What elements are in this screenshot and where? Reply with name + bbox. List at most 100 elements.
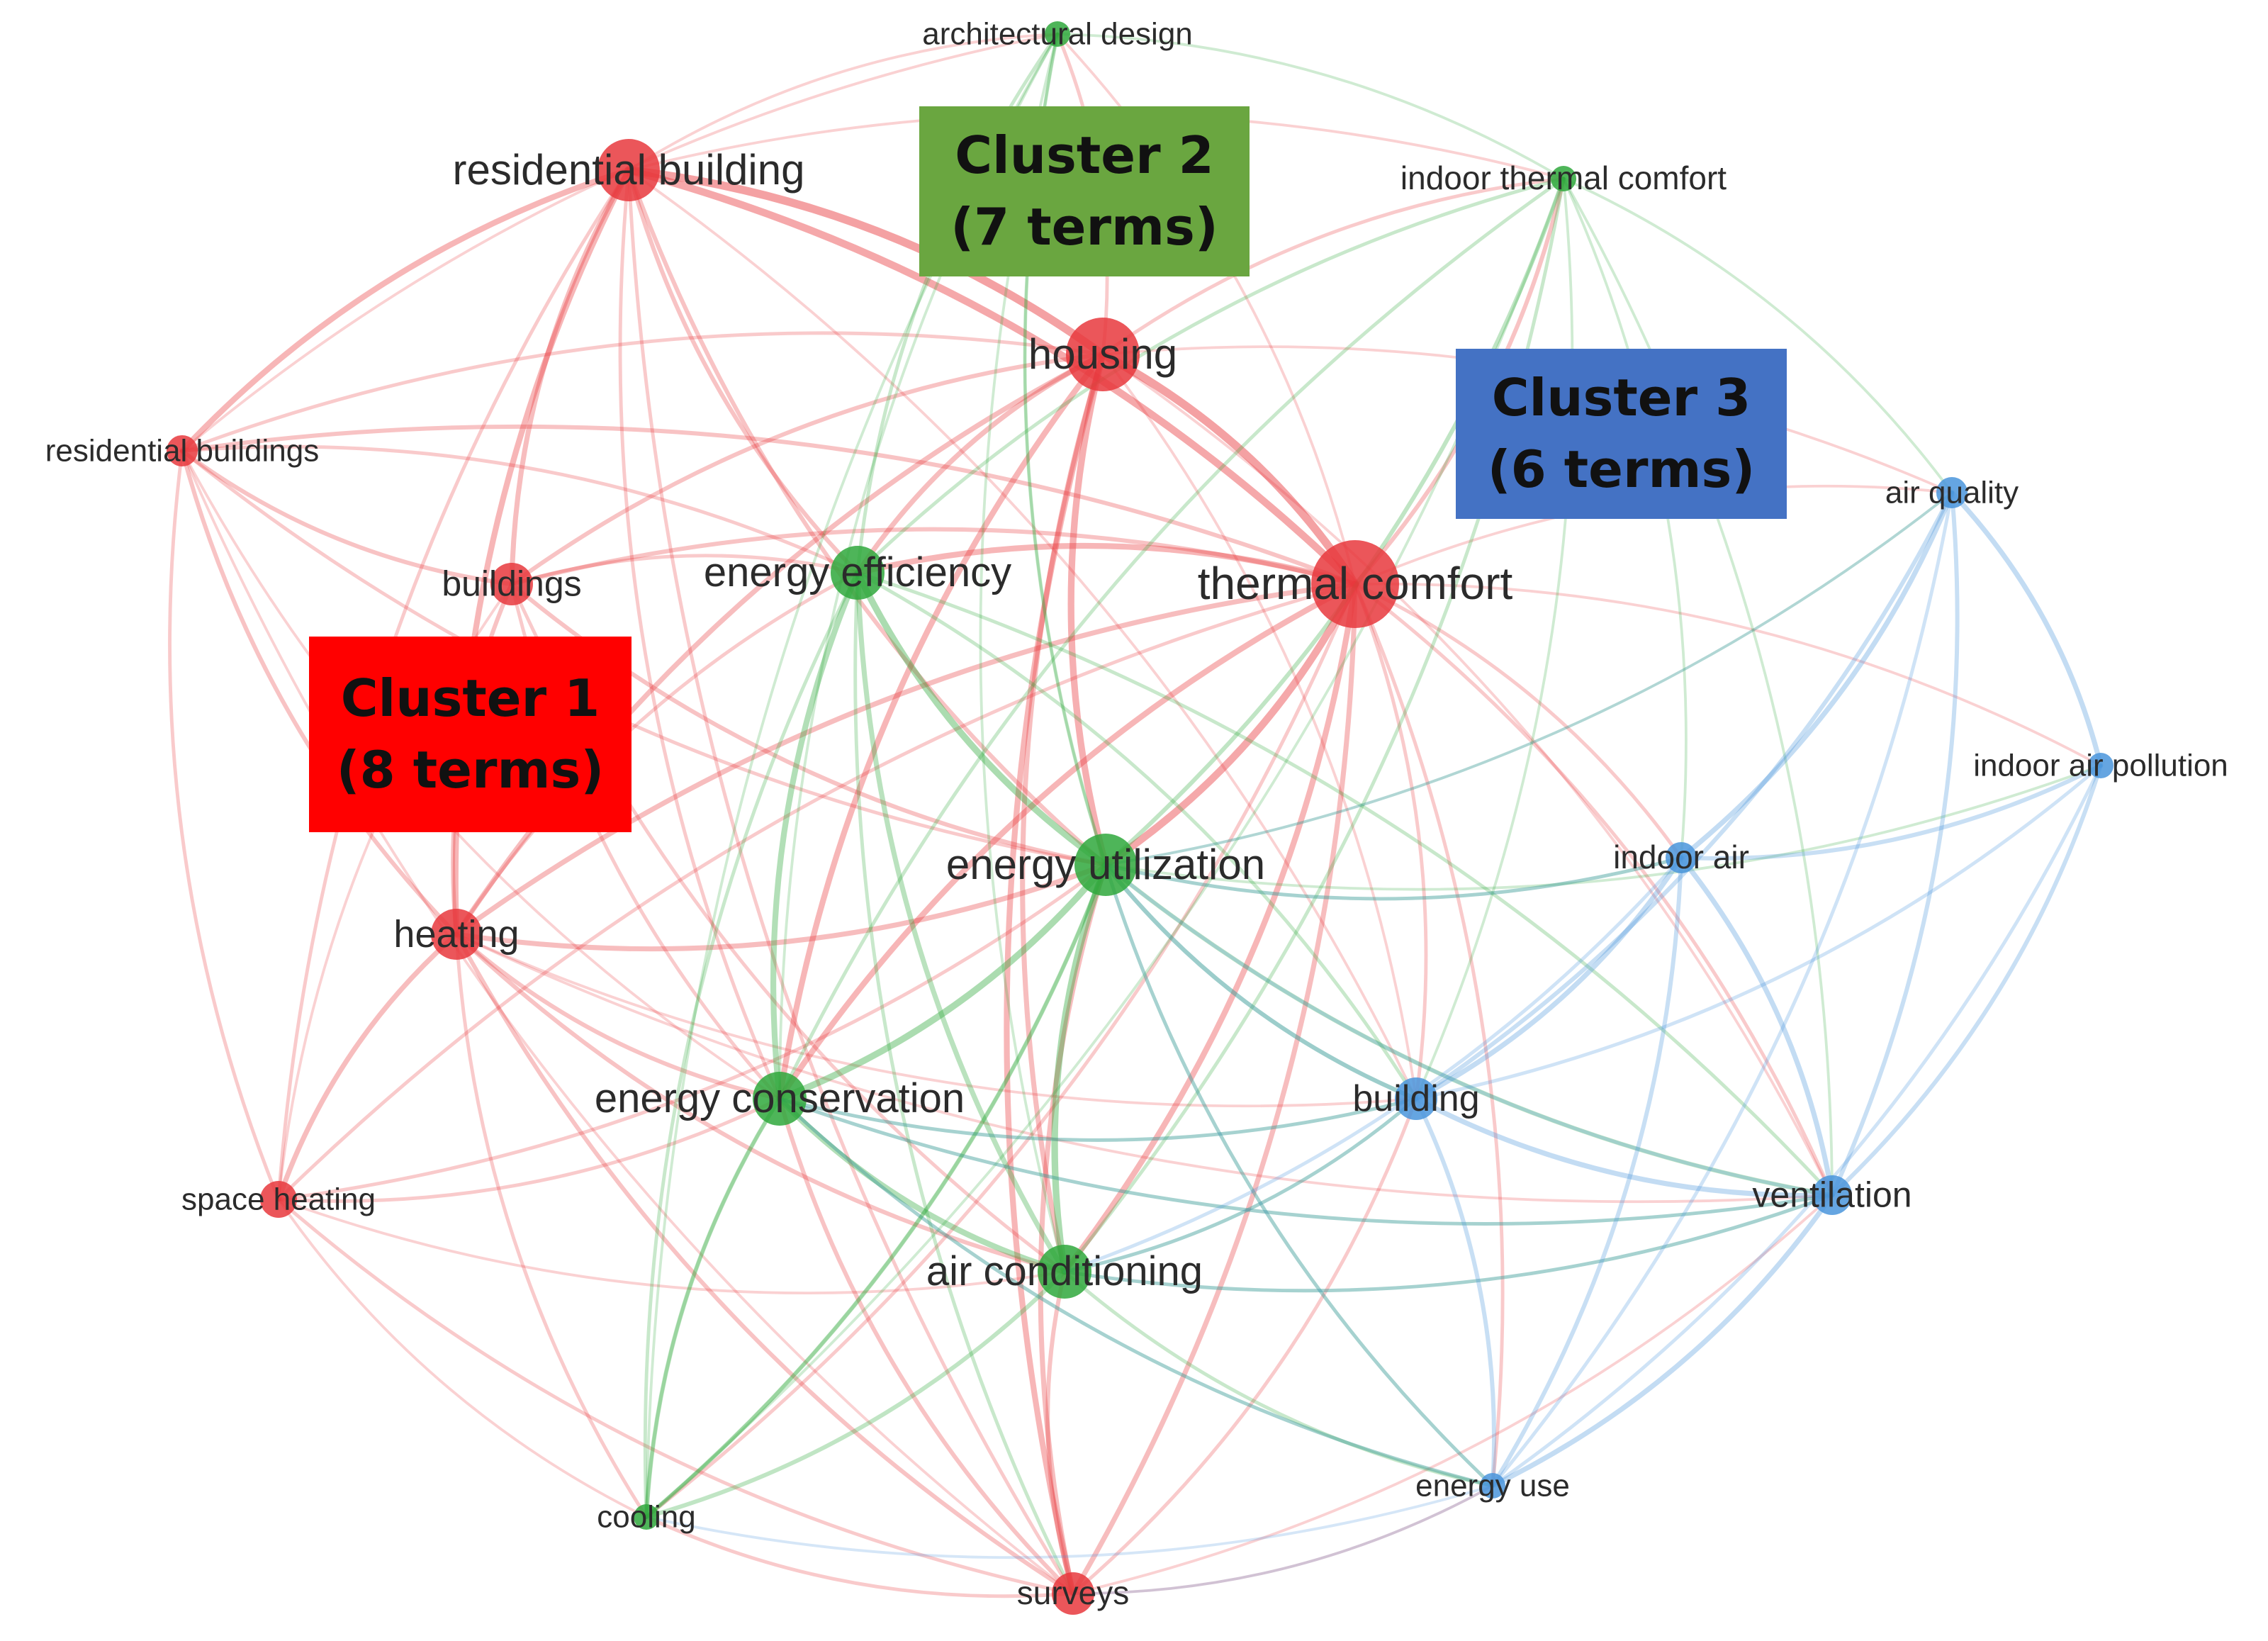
link-edge xyxy=(855,571,1418,1101)
link-edge xyxy=(1072,1194,1834,1595)
link-edge xyxy=(776,351,1106,1102)
link-edge xyxy=(454,581,1358,937)
link-edge xyxy=(509,167,631,587)
term-node-energy-efficiency[interactable] xyxy=(831,546,885,600)
term-node-residential-buildings[interactable] xyxy=(167,435,198,466)
link-edge xyxy=(777,177,1566,1101)
term-node-surveys[interactable] xyxy=(1052,1572,1094,1615)
link-edge xyxy=(1104,863,1834,1197)
link-edge xyxy=(1562,177,1834,1197)
link-edge xyxy=(1353,582,1428,1101)
link-edge xyxy=(1071,1097,1418,1596)
link-edge xyxy=(1354,582,2102,767)
link-edge xyxy=(180,424,1357,586)
term-node-energy-use[interactable] xyxy=(1480,1473,1505,1499)
link-edge xyxy=(181,33,1059,452)
link-edge xyxy=(618,168,782,1101)
link-edge xyxy=(1062,1193,1834,1293)
term-node-ventilation[interactable] xyxy=(1812,1175,1852,1215)
link-edge xyxy=(770,569,861,1102)
term-node-indoor-air-pollution[interactable] xyxy=(2088,753,2113,778)
link-edge xyxy=(1104,856,1683,901)
link-edge xyxy=(181,449,1074,1595)
term-label-energy-use: energy use xyxy=(1415,1469,1570,1503)
link-edge xyxy=(644,1270,1067,1519)
link-edge xyxy=(276,931,459,1202)
term-node-energy-conservation[interactable] xyxy=(753,1072,807,1126)
term-label-thermal-comfort: thermal comfort xyxy=(1198,558,1513,609)
cluster-1-subtitle: (8 terms) xyxy=(336,740,605,800)
link-edge xyxy=(1062,856,1683,1274)
link-edge xyxy=(1062,1270,1495,1488)
link-edge xyxy=(627,169,1418,1100)
term-label-air-quality: air quality xyxy=(1885,476,2019,510)
term-label-residential-building: residential building xyxy=(453,146,805,194)
term-node-buildings[interactable] xyxy=(490,563,533,605)
link-edge xyxy=(643,571,860,1519)
link-edge xyxy=(455,933,1834,1204)
link-edge xyxy=(1104,491,1953,866)
link-edge xyxy=(1949,490,2104,768)
term-node-air-conditioning[interactable] xyxy=(1038,1245,1091,1299)
link-edge xyxy=(777,1097,1834,1226)
link-edge xyxy=(1413,1096,1835,1198)
term-node-residential-building[interactable] xyxy=(597,139,660,201)
term-node-indoor-air[interactable] xyxy=(1666,842,1697,873)
term-node-thermal-comfort[interactable] xyxy=(1311,540,1399,628)
link-edge xyxy=(624,166,1107,359)
link-edge xyxy=(1062,1193,1834,1293)
link-edge xyxy=(1101,353,1418,1100)
link-edge xyxy=(1414,491,1954,1101)
term-label-energy-efficiency: energy efficiency xyxy=(704,549,1011,595)
link-edge xyxy=(644,1515,1075,1598)
cluster-3-subtitle: (6 terms) xyxy=(1487,439,1756,499)
link-edge xyxy=(1104,863,1418,1101)
link-edge xyxy=(1562,177,1953,494)
link-edge xyxy=(776,1095,1068,1275)
link-edge xyxy=(1051,861,1109,1275)
link-edge xyxy=(1004,351,1106,1597)
term-label-surveys: surveys xyxy=(1017,1574,1129,1611)
link-edge xyxy=(1491,491,1954,1488)
link-edge xyxy=(455,933,1418,1108)
link-edge xyxy=(644,582,1357,1519)
cluster-2-box: Cluster 2 (7 terms) xyxy=(919,106,1250,276)
term-node-air-quality[interactable] xyxy=(1936,477,1967,508)
cluster-1-title: Cluster 1 xyxy=(340,668,600,729)
term-node-cooling[interactable] xyxy=(634,1504,659,1530)
term-node-energy-utilization[interactable] xyxy=(1074,834,1137,896)
link-edge xyxy=(644,863,1108,1519)
link-edge xyxy=(454,932,1075,1596)
term-node-housing[interactable] xyxy=(1066,318,1140,391)
link-edge xyxy=(180,449,514,586)
link-edge xyxy=(277,1198,1066,1295)
link-edge xyxy=(1679,763,2103,861)
link-edge xyxy=(1830,763,2103,1197)
link-edge xyxy=(1104,863,1834,1197)
link-edge xyxy=(1067,351,1109,868)
link-edge xyxy=(454,932,1067,1274)
link-edge xyxy=(276,863,1108,1202)
term-node-space-heating[interactable] xyxy=(260,1181,297,1218)
term-node-architectural-design[interactable] xyxy=(1045,21,1070,47)
link-edge xyxy=(777,1097,1418,1142)
term-label-space-heating: space heating xyxy=(181,1182,376,1217)
link-edge xyxy=(624,166,1359,588)
link-edge xyxy=(644,863,1108,1519)
term-node-indoor-thermal-comfort[interactable] xyxy=(1551,166,1576,191)
link-edge xyxy=(627,33,1059,172)
link-edge xyxy=(1353,582,1683,860)
link-edge xyxy=(1353,582,1834,1197)
link-edge xyxy=(1062,1097,1418,1274)
link-edge xyxy=(627,168,1075,1596)
link-edge xyxy=(1072,1484,1494,1595)
term-node-building[interactable] xyxy=(1395,1077,1437,1120)
term-label-indoor-thermal-comfort: indoor thermal comfort xyxy=(1400,159,1727,196)
term-node-heating[interactable] xyxy=(431,909,482,960)
link-edge xyxy=(1415,177,1574,1100)
link-edge xyxy=(644,1097,782,1519)
term-label-building: building xyxy=(1352,1078,1479,1119)
link-edge xyxy=(454,571,860,936)
